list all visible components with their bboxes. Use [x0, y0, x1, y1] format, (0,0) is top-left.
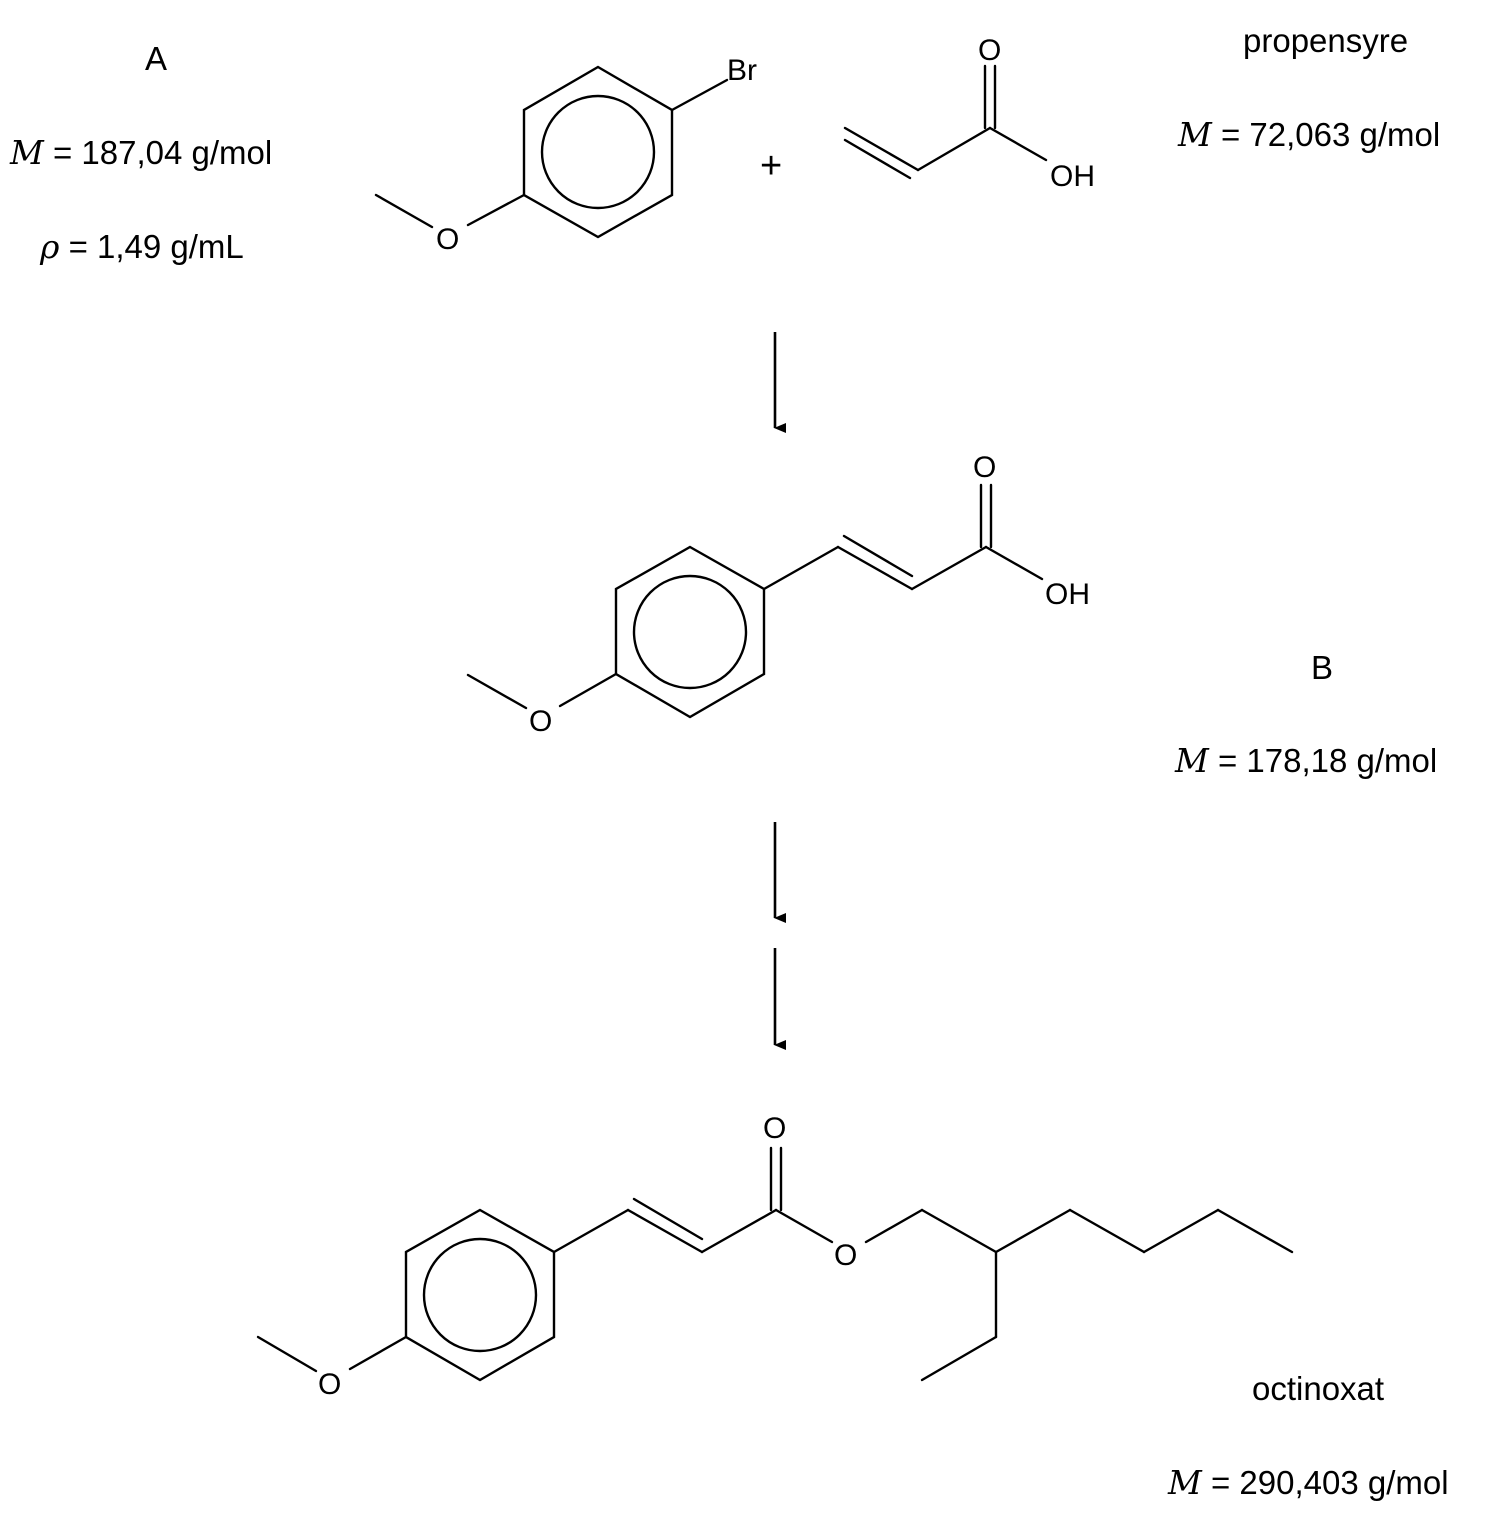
chain-bond-5: [1216, 1208, 1294, 1254]
octinoxate-name: octinoxat: [1252, 1370, 1385, 1407]
alkene-double-bond: [632, 1197, 704, 1241]
mass-symbol: M: [10, 133, 44, 172]
carbonyl-oxygen: O: [763, 1112, 786, 1145]
mass-value: = 290,403 g/mol: [1210, 1464, 1449, 1501]
density-value: = 1,49 g/mL: [68, 228, 244, 265]
bond-oxygen-methyl: [256, 1335, 318, 1373]
aromatic-circle: [540, 94, 656, 210]
mass-symbol: M: [1168, 1463, 1202, 1502]
mass-value: = 178,18 g/mol: [1217, 742, 1438, 779]
mass-symbol: M: [1175, 741, 1209, 780]
plus-sign: +: [760, 145, 782, 187]
bond-to-hydroxyl: [984, 545, 1044, 581]
ether-oxygen: O: [529, 705, 552, 738]
bond-ring-oxygen: [558, 672, 618, 708]
ester-oxygen: O: [834, 1239, 857, 1272]
aromatic-circle: [422, 1237, 538, 1353]
alkene-bond: [626, 1208, 704, 1254]
bond-ring-oxygen: [348, 1335, 408, 1371]
bond-ring-alkene: [762, 545, 840, 591]
bond-oxygen-methyl: [466, 673, 528, 710]
benzene-ring: [404, 1208, 556, 1382]
vinyl-double-bond: [843, 138, 912, 180]
compound-b-molar-mass: M = 178,18 g/mol: [1175, 744, 1437, 777]
ether-oxygen: O: [318, 1368, 341, 1401]
propenoic-acid-molar-mass: M = 72,063 g/mol: [1178, 118, 1440, 151]
compound-b-structure: O OH O: [466, 451, 1090, 738]
aromatic-circle: [632, 574, 748, 690]
bond-to-ester-oxygen: [774, 1208, 834, 1244]
benzene-ring: [614, 545, 766, 719]
chain-bond-1: [920, 1208, 998, 1254]
bond-ring-oxygen: [466, 193, 526, 227]
carbonyl-oxygen: O: [978, 34, 1001, 67]
bond-to-hydroxyl: [988, 126, 1048, 162]
propenoic-acid-structure: O OH: [843, 34, 1095, 193]
mass-value: = 187,04 g/mol: [52, 134, 273, 171]
chain-bond-2: [994, 1208, 1072, 1254]
hydroxyl-group: OH: [1045, 578, 1090, 611]
hydroxyl-group: OH: [1050, 160, 1095, 193]
octinoxate-molar-mass: M = 290,403 g/mol: [1168, 1466, 1449, 1499]
compound-a-label: A: [145, 40, 168, 77]
bond-to-carbonyl: [700, 1208, 778, 1254]
bond-oxygen-methyl: [374, 193, 434, 229]
vinyl-bond: [843, 126, 920, 172]
bond-to-carboxyl: [916, 126, 992, 172]
oxygen-atom: O: [436, 223, 459, 256]
propenoic-acid-name: propensyre: [1243, 22, 1409, 59]
compound-a-structure: Br O: [374, 54, 757, 256]
mass-symbol: M: [1178, 115, 1212, 154]
bond-to-carboxyl: [910, 545, 988, 591]
density-symbol: ρ: [40, 227, 60, 266]
carbonyl-oxygen: O: [973, 451, 996, 484]
bromine-atom: Br: [727, 54, 757, 87]
ethyl-branch-bond-2: [920, 1335, 998, 1382]
octinoxate-structure: O O O: [256, 1112, 1294, 1401]
alkene-bond: [836, 545, 914, 591]
benzene-ring: [522, 65, 674, 239]
bond-oxygen-ch2: [864, 1208, 924, 1244]
compound-a-density: ρ = 1,49 g/mL: [40, 230, 244, 263]
compound-b-label: B: [1311, 649, 1334, 686]
alkene-double-bond: [842, 534, 914, 578]
chain-bond-3: [1068, 1208, 1146, 1254]
compound-a-molar-mass: M = 187,04 g/mol: [10, 136, 272, 169]
bond-to-bromine: [670, 78, 729, 112]
bond-ring-alkene: [552, 1208, 630, 1254]
chain-bond-4: [1142, 1208, 1220, 1254]
mass-value: = 72,063 g/mol: [1220, 116, 1441, 153]
